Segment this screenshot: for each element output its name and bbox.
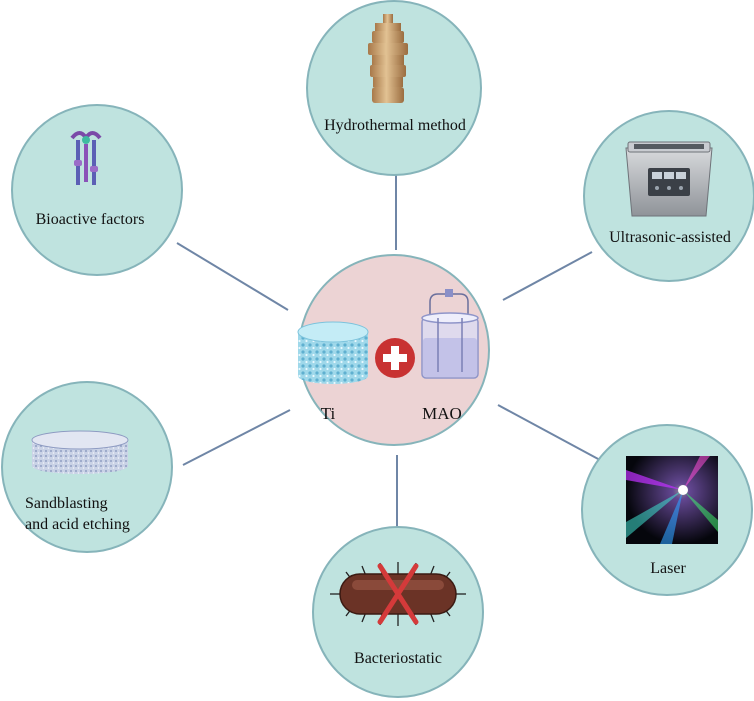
- ti-label: Ti: [321, 404, 336, 423]
- laser-beams-icon: [626, 456, 718, 544]
- connector-bioactive: [176, 242, 289, 311]
- crossed-bacterium-icon: [330, 562, 466, 626]
- mao-label: MAO: [422, 404, 462, 423]
- ultrasonic-label: Ultrasonic-assisted: [609, 229, 731, 246]
- sandblasting-label-line2: and acid etching: [25, 516, 130, 533]
- center-node: Ti MAO: [297, 254, 490, 446]
- sandblasting-label-line1: Sandblasting: [25, 495, 108, 512]
- node-circle: [11, 104, 183, 276]
- plus-icon: [375, 338, 415, 378]
- hydrothermal-label: Hydrothermal method: [324, 117, 466, 134]
- titanium-scaffold-icon: [297, 321, 369, 384]
- connector-ultrasonic: [502, 251, 593, 301]
- node-sandblasting: Sandblasting and acid etching: [1, 381, 173, 553]
- bacteriostatic-label: Bacteriostatic: [354, 650, 442, 667]
- node-hydrothermal: Hydrothermal method: [306, 0, 482, 176]
- laser-label: Laser: [650, 560, 686, 577]
- bioactive-label: Bioactive factors: [36, 211, 145, 228]
- electrolysis-beaker-icon: [421, 289, 479, 379]
- connector-sandblasting: [182, 409, 291, 466]
- porous-disc-icon: [31, 430, 129, 474]
- protein-molecule-icon: [70, 131, 102, 185]
- connector-laser: [497, 404, 601, 461]
- node-bioactive: Bioactive factors: [11, 104, 183, 276]
- node-laser: Laser: [581, 424, 753, 596]
- node-ultrasonic: Ultrasonic-assisted: [583, 110, 754, 282]
- node-bacteriostatic: Bacteriostatic: [312, 526, 484, 698]
- autoclave-icon: [368, 14, 408, 103]
- connectors: [176, 172, 601, 530]
- ultrasonic-cleaner-icon: [625, 141, 713, 217]
